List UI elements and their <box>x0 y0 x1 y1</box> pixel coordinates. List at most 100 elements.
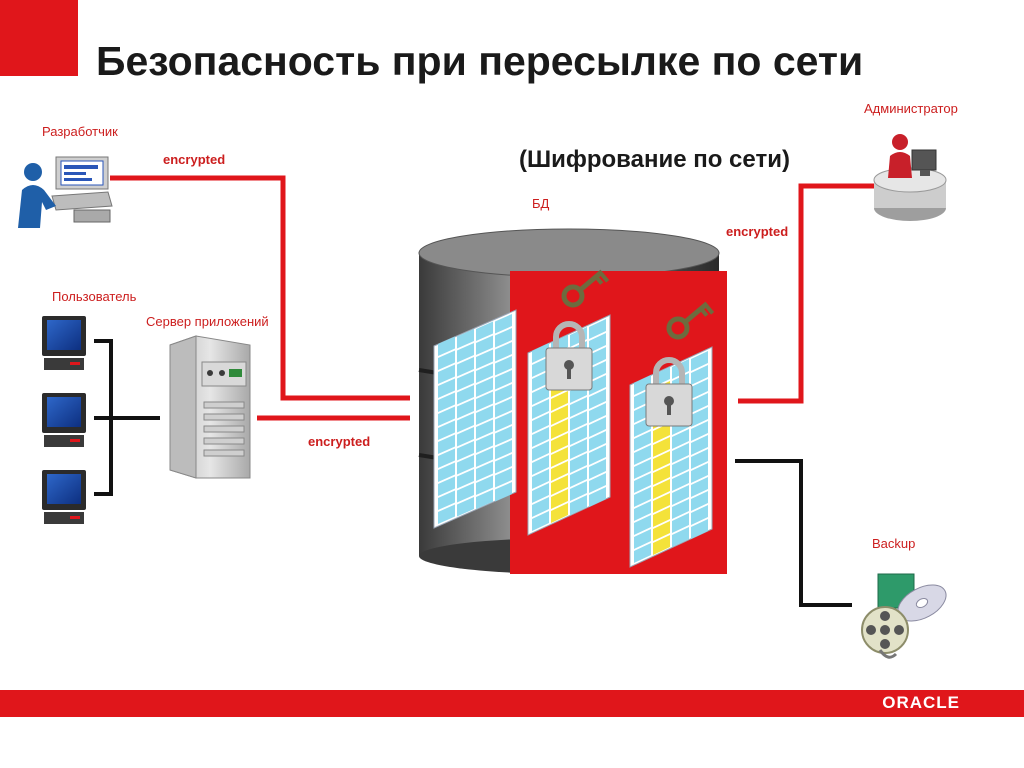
backup-label: Backup <box>872 536 916 551</box>
table-cell <box>570 453 587 473</box>
monitor-icon <box>42 470 86 524</box>
table-cell <box>438 462 455 482</box>
table-cell <box>495 412 512 432</box>
table-cell <box>634 431 651 451</box>
table-cell <box>495 426 512 446</box>
table-cell <box>476 489 493 509</box>
table-cell <box>653 437 670 457</box>
corner-accent <box>0 0 78 76</box>
table-cell <box>457 343 474 363</box>
table-cell <box>438 350 455 370</box>
app-server-label: Сервер приложений <box>146 314 269 329</box>
table-cell <box>672 499 689 519</box>
table-cell <box>672 457 689 477</box>
page-subtitle: (Шифрование по сети) <box>519 146 790 173</box>
table-cell <box>570 481 587 501</box>
table-cell <box>457 413 474 433</box>
table-cell <box>495 454 512 474</box>
table-cell <box>634 473 651 493</box>
link-db-admin <box>738 183 876 404</box>
table-cell <box>691 351 708 371</box>
user-monitors <box>42 316 86 524</box>
padlock-icon <box>545 321 593 391</box>
padlock-icon <box>645 357 693 427</box>
table-cell <box>495 482 512 502</box>
table-cell <box>438 392 455 412</box>
table-cell <box>476 419 493 439</box>
table-cell <box>438 434 455 454</box>
table-cell <box>551 503 568 523</box>
table-cell <box>653 465 670 485</box>
table-cell <box>589 459 606 479</box>
data-table-icon <box>433 309 517 529</box>
table-cell <box>438 406 455 426</box>
table-cell <box>476 391 493 411</box>
table-cell <box>653 535 670 555</box>
table-cell <box>476 475 493 495</box>
table-cell <box>438 364 455 384</box>
table-cell <box>438 378 455 398</box>
key-icon <box>561 269 610 308</box>
table-cell <box>495 384 512 404</box>
table-cell <box>691 421 708 441</box>
database-label: БД <box>532 196 550 211</box>
table-cell <box>634 375 651 395</box>
table-cell <box>634 487 651 507</box>
table-cell <box>532 497 549 517</box>
table-cell <box>672 527 689 547</box>
table-cell <box>589 389 606 409</box>
table-cell <box>457 483 474 503</box>
page-title: Безопасность при пересылке по сети <box>96 38 864 84</box>
table-cell <box>457 455 474 475</box>
footer-bar <box>0 690 1024 717</box>
table-cell <box>438 420 455 440</box>
table-cell <box>495 356 512 376</box>
table-cell <box>653 493 670 513</box>
monitor-icon <box>42 316 86 370</box>
table-cell <box>495 468 512 488</box>
table-cell <box>457 427 474 447</box>
key-icon <box>666 301 715 340</box>
table-cell <box>634 515 651 535</box>
table-cell <box>672 429 689 449</box>
table-cell <box>495 440 512 460</box>
developer-label: Разработчик <box>42 124 118 139</box>
table-cell <box>551 475 568 495</box>
table-cell <box>691 435 708 455</box>
table-cell <box>476 363 493 383</box>
table-cell <box>589 375 606 395</box>
table-cell <box>653 479 670 499</box>
app-server-tower-icon <box>169 335 251 479</box>
table-cell <box>532 483 549 503</box>
table-cell <box>570 439 587 459</box>
table-cell <box>570 467 587 487</box>
table-cell <box>589 431 606 451</box>
table-cell <box>457 497 474 517</box>
table-cell <box>589 319 606 339</box>
table-cell <box>570 495 587 515</box>
table-cell <box>691 393 708 413</box>
table-cell <box>457 329 474 349</box>
backup-tape-icon <box>861 573 947 659</box>
encrypted-label-appserver: encrypted <box>308 434 371 449</box>
table-cell <box>532 469 549 489</box>
connection-lines <box>94 175 876 607</box>
table-cell <box>551 391 568 411</box>
table-cell <box>532 413 549 433</box>
administrator-label: Администратор <box>864 101 958 116</box>
table-cell <box>532 455 549 475</box>
table-cell <box>532 441 549 461</box>
table-cell <box>589 473 606 493</box>
table-cell <box>476 321 493 341</box>
table-cell <box>634 529 651 549</box>
table-cell <box>589 347 606 367</box>
table-cell <box>691 449 708 469</box>
table-cell <box>634 445 651 465</box>
table-cell <box>551 419 568 439</box>
table-cell <box>532 371 549 391</box>
developer-workstation-icon <box>18 156 113 228</box>
table-cell <box>672 471 689 491</box>
encrypted-label-developer: encrypted <box>163 152 226 167</box>
table-cell <box>532 511 549 531</box>
